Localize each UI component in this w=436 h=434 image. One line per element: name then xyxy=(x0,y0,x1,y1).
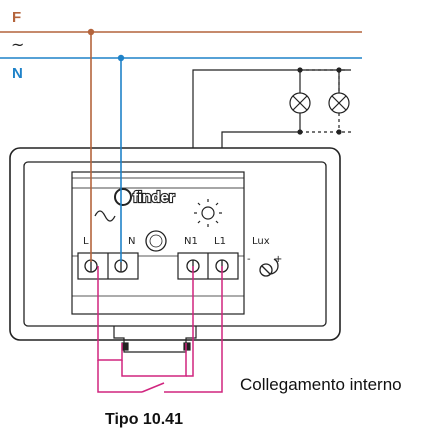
terminal-label-n1: N1 xyxy=(184,236,198,247)
lux-label: Lux xyxy=(252,236,270,247)
model-label: Tipo 10.41 xyxy=(105,411,183,428)
internal-connection xyxy=(97,266,223,393)
lux-plus: + xyxy=(274,254,282,265)
phase-label: F xyxy=(12,9,21,26)
terminal-label-l1: L1 xyxy=(214,236,226,247)
internal-connection-caption: Collegamento interno xyxy=(240,375,402,394)
terminal-label-l: L xyxy=(83,236,89,247)
sun-icon xyxy=(194,199,222,227)
lamp-node-2 xyxy=(336,67,342,73)
photocell-window xyxy=(145,230,167,252)
neutral-label: N xyxy=(12,65,23,82)
lamp-node-4 xyxy=(336,129,342,135)
finder-logo: finder xyxy=(114,188,176,207)
brand-label: finder xyxy=(133,189,175,206)
lux-minus: - xyxy=(247,254,251,265)
lamp-node-3 xyxy=(297,129,303,135)
internal-switch-blade xyxy=(141,382,165,393)
ac-wave-icon xyxy=(94,210,116,222)
lux-knob-icon xyxy=(259,258,279,277)
lamp-node-1 xyxy=(297,67,303,73)
ac-symbol: ~ xyxy=(11,35,24,54)
logo-emblem-icon xyxy=(114,188,132,206)
lamp-icon-1 xyxy=(289,92,311,114)
lamp-icon-2 xyxy=(328,92,350,114)
device-housing xyxy=(9,147,341,341)
terminal-label-n: N xyxy=(128,236,135,247)
supply-lines: F ~ N xyxy=(0,9,362,82)
